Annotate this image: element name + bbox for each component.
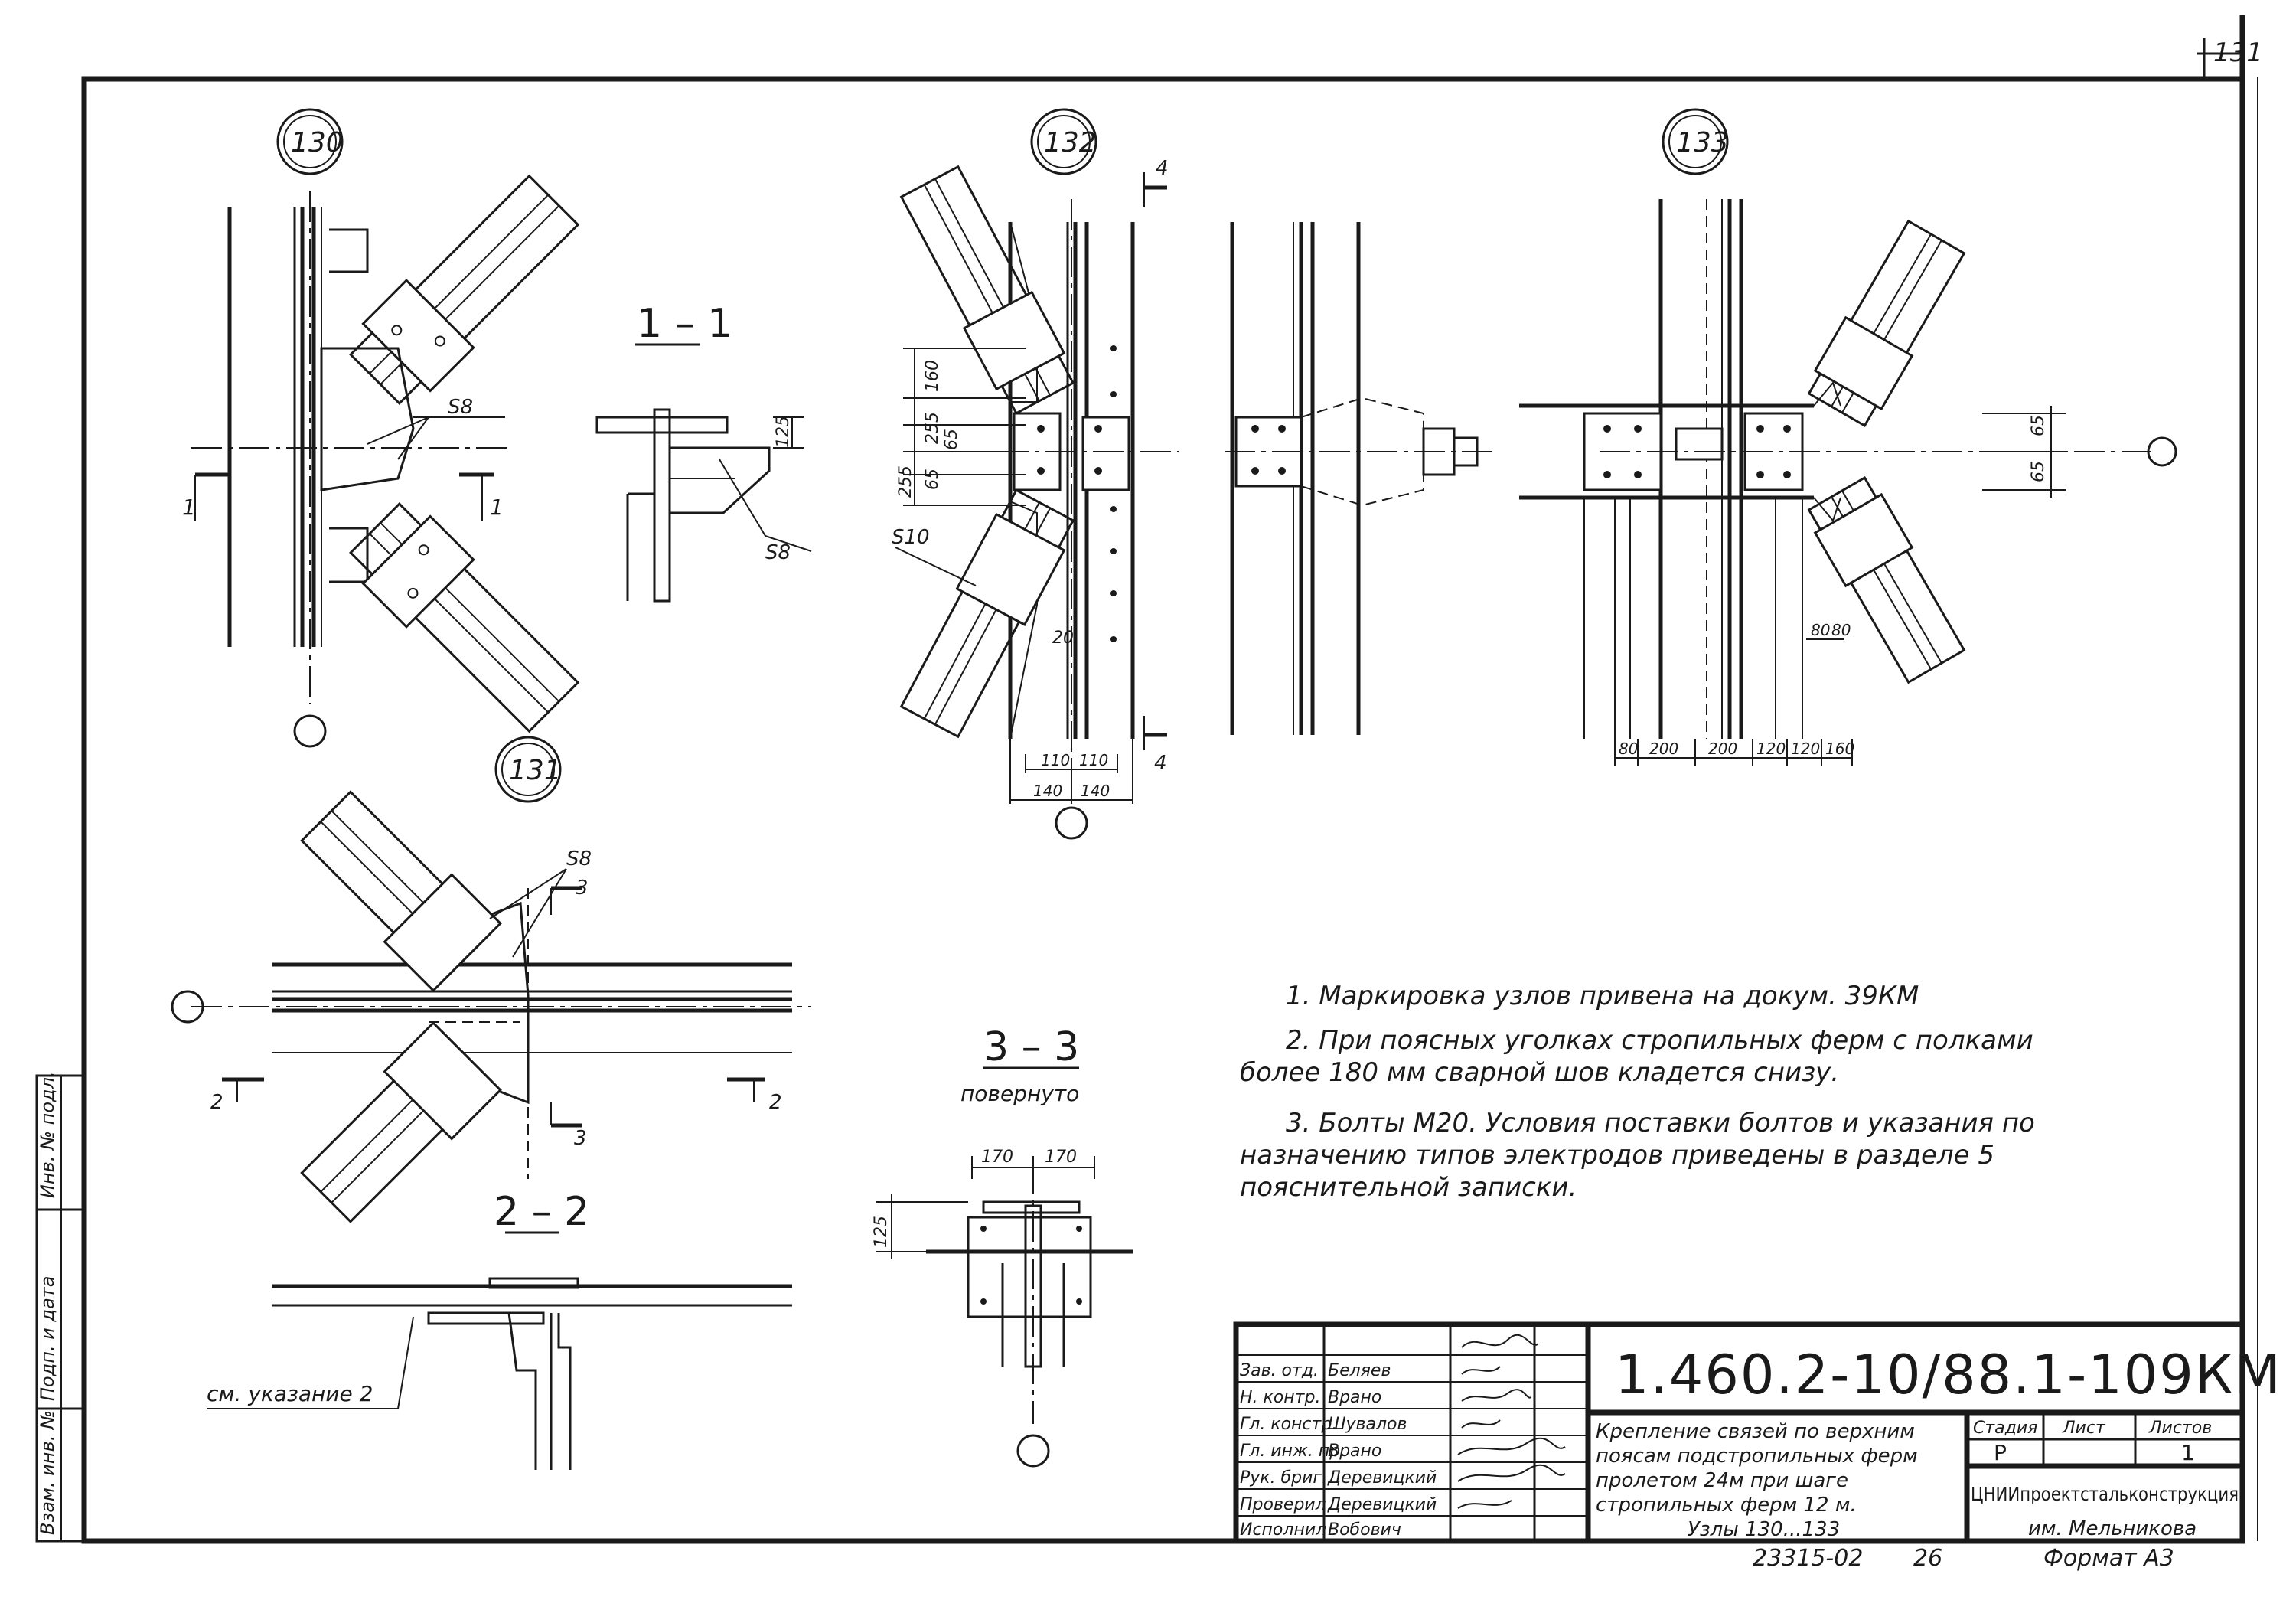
node-132-dim-110-b: 110	[1079, 751, 1108, 769]
node-133-dim-200-a: 200	[1649, 740, 1678, 758]
node-132-cut-bottom: 4	[1154, 752, 1167, 775]
node-130-weld-label: S8	[448, 396, 473, 419]
role-name-6: Деревицкий	[1327, 1495, 1437, 1514]
node-130-marker: 130	[291, 127, 344, 158]
node-133-dim-120-b: 120	[1791, 740, 1820, 758]
node-132-marker: 132	[1044, 127, 1097, 158]
node-132-dim-255-a: 255	[923, 412, 942, 444]
sheets-value: 1	[2181, 1440, 2195, 1465]
note-2-line-2: более 180 мм сварной шов кладется снизу.	[1240, 1057, 1839, 1088]
section-2-2-callout: см. указание 2	[207, 1381, 373, 1406]
margin-label-1: Инв. № подл.	[37, 1071, 58, 1198]
node-132-dim-255-b: 255	[896, 465, 915, 498]
sheet-label: Лист	[2062, 1419, 2106, 1438]
node-131-cut-bottom: 3	[574, 1127, 587, 1150]
node-131-weld-label: S8	[566, 847, 592, 870]
sheet-format: Формат А3	[2043, 1545, 2174, 1572]
role-name-4: Врано	[1328, 1442, 1381, 1461]
node-133-dim-160: 160	[1825, 740, 1854, 758]
title-line-1: Крепление связей по верхним	[1596, 1420, 1915, 1443]
stage-label: Стадия	[1973, 1419, 2037, 1438]
archive-page: 26	[1913, 1545, 1942, 1572]
node-130-cut-right: 1	[490, 495, 504, 520]
node-130-drawing	[191, 108, 580, 748]
role-name-5: Деревицкий	[1327, 1468, 1437, 1487]
section-2-2-drawing	[207, 1231, 792, 1470]
role-name-2: Врано	[1328, 1388, 1381, 1407]
node-131-marker: 131	[509, 755, 562, 786]
section-3-3-dim-125: 125	[872, 1216, 891, 1248]
note-3-line-2: назначению типов электродов приведены в …	[1240, 1140, 1994, 1171]
role-label-1: Зав. отд.	[1240, 1361, 1319, 1380]
node-132-dim-140-b: 140	[1081, 782, 1110, 800]
section-3-3-note: повернуто	[960, 1081, 1079, 1106]
node-133-dim-200-b: 200	[1708, 740, 1737, 758]
section-2-2-title: 2 – 2	[494, 1189, 589, 1235]
title-line-4: стропильных ферм 12 м.	[1596, 1494, 1857, 1517]
node-133-marker: 133	[1676, 127, 1729, 158]
stage-value: Р	[1994, 1440, 2007, 1465]
title-line-3: пролетом 24м при шаге	[1596, 1469, 1848, 1492]
sheets-label: Листов	[2148, 1419, 2212, 1438]
node-132-dim-160: 160	[923, 360, 942, 392]
node-131-cut-left: 2	[210, 1091, 223, 1114]
margin-label-3: Взам. инв. №	[37, 1410, 58, 1535]
margin-label-2: Подп. и дата	[37, 1276, 58, 1402]
section-3-3-dim-170-a: 170	[981, 1148, 1013, 1167]
node-132-bolt-row	[1110, 345, 1117, 642]
node-131-cut-right: 2	[769, 1091, 782, 1114]
node-132-dim-140-a: 140	[1033, 782, 1062, 800]
node-132-dim-20: 20	[1052, 629, 1074, 648]
section-4-4-drawing	[1225, 222, 1492, 735]
role-name-1: Беляев	[1328, 1361, 1391, 1380]
note-2-line-1: 2. При поясных уголках стропильных ферм …	[1286, 1025, 2033, 1056]
section-1-1-title: 1 – 1	[637, 301, 732, 347]
section-1-1-drawing	[595, 343, 812, 603]
node-132-cut-top: 4	[1156, 157, 1169, 180]
left-margin-strip	[35, 1074, 86, 1543]
node-133-dim-80-c: 80	[1619, 740, 1638, 758]
note-1: 1. Маркировка узлов привена на докум. 39…	[1286, 981, 1919, 1011]
role-name-3: Шувалов	[1328, 1415, 1407, 1434]
section-3-3-dim-170-b: 170	[1045, 1148, 1077, 1167]
organization-sub: им. Мельникова	[2028, 1517, 2197, 1540]
node-132-dim-65-b: 65	[923, 469, 942, 490]
node-133-dim-120-a: 120	[1756, 740, 1786, 758]
section-1-1-weld-label: S8	[765, 541, 791, 564]
node-132-weld-label: S10	[892, 526, 930, 549]
node-133-dim-65-b: 65	[2029, 461, 2048, 482]
title-line-2: поясам подстропильных ферм	[1596, 1445, 1918, 1468]
sheet-number: 131	[2213, 38, 2263, 68]
role-label-6: Проверил	[1240, 1495, 1326, 1514]
node-132-dim-110-a: 110	[1041, 751, 1070, 769]
node-132-drawing	[895, 108, 1179, 840]
node-133-dim-65-a: 65	[2029, 415, 2048, 436]
role-label-4: Гл. инж. пр.	[1240, 1442, 1345, 1461]
role-label-2: Н. контр.	[1240, 1388, 1320, 1407]
section-3-3-title: 3 – 3	[983, 1024, 1079, 1070]
section-3-3-drawing	[876, 1066, 1133, 1468]
node-133-dim-80-a: 80	[1811, 621, 1830, 639]
section-1-1-dim-125: 125	[774, 416, 793, 448]
sheet-frame	[81, 15, 2258, 1544]
note-3-line-3: пояснительной записки.	[1240, 1172, 1577, 1203]
node-132-dim-65-a: 65	[942, 429, 961, 450]
node-130-cut-left: 1	[182, 495, 196, 520]
node-131-cut-top: 3	[576, 877, 589, 900]
role-label-7: Исполнил	[1240, 1520, 1326, 1540]
archive-number: 23315-02	[1753, 1545, 1863, 1572]
node-133-dim-80-b: 80	[1831, 621, 1851, 639]
node-133-drawing	[1519, 108, 2177, 766]
node-131-drawing	[171, 736, 811, 1223]
title-line-5: Узлы 130...133	[1688, 1518, 1840, 1541]
role-label-3: Гл. констр.	[1240, 1415, 1337, 1434]
note-3-line-1: 3. Болты М20. Условия поставки болтов и …	[1286, 1108, 2035, 1138]
organization-name: ЦНИИпроектстальконструкция	[1971, 1483, 2239, 1505]
role-name-7: Вобович	[1328, 1520, 1401, 1540]
doc-code: 1.460.2-10/88.1-109КМ	[1615, 1344, 2282, 1406]
title-block	[1233, 1321, 2245, 1544]
role-label-5: Рук. бриг.	[1240, 1468, 1327, 1487]
